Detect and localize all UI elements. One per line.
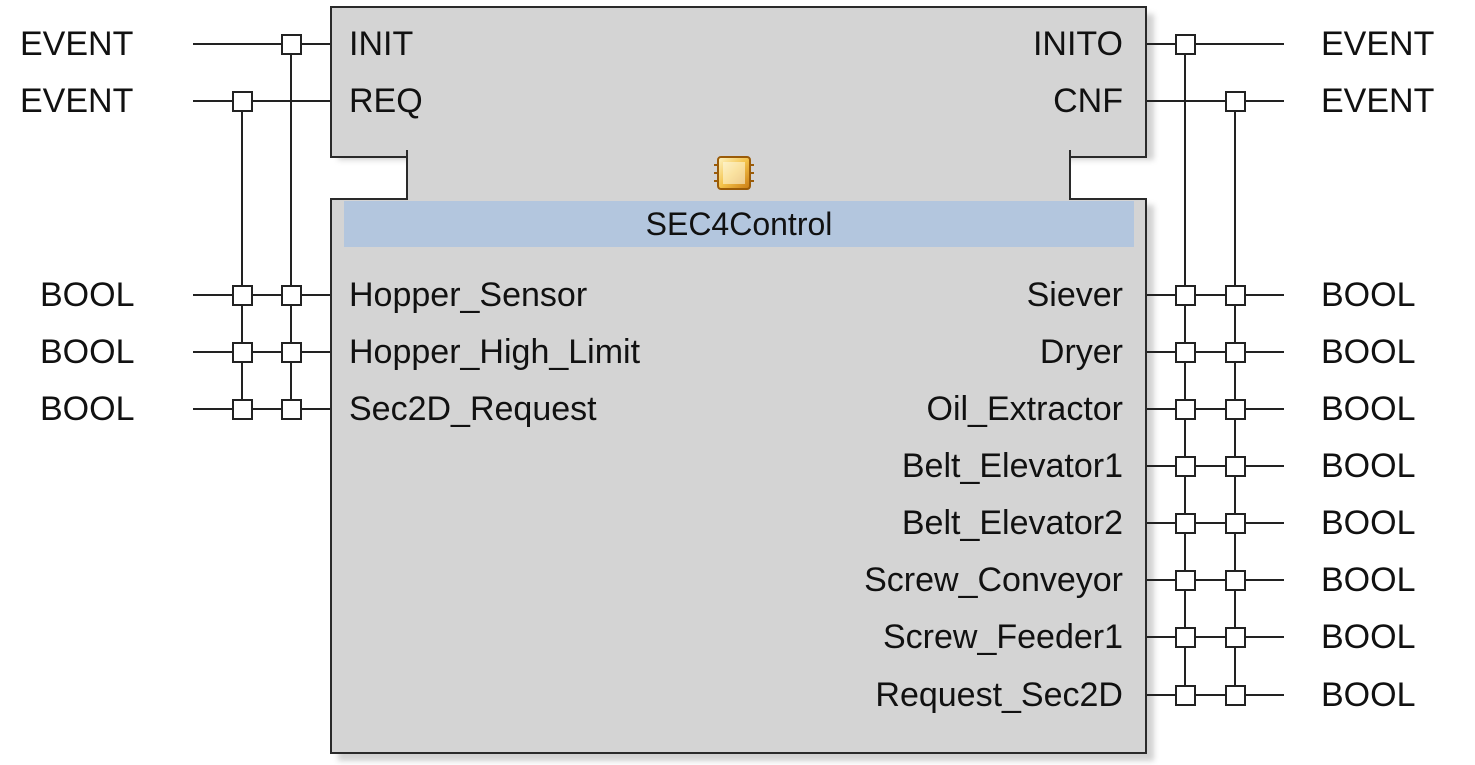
data-output-wire bbox=[1147, 636, 1284, 638]
data-input-hopper-high-limit[interactable]: Hopper_High_Limit bbox=[349, 333, 641, 371]
event-input-wire bbox=[193, 100, 330, 102]
with-line-cnf bbox=[1234, 100, 1236, 694]
event-input-req[interactable]: REQ bbox=[349, 82, 423, 120]
data-output-wire bbox=[1147, 579, 1284, 581]
neck-seam-bottom bbox=[408, 194, 1069, 202]
with-line-inito bbox=[1184, 43, 1186, 694]
with-line-req bbox=[241, 100, 243, 408]
with-connector[interactable] bbox=[1175, 399, 1196, 420]
with-connector[interactable] bbox=[281, 285, 302, 306]
event-output-wire bbox=[1147, 100, 1284, 102]
with-connector[interactable] bbox=[1225, 570, 1246, 591]
event-output-cnf[interactable]: CNF bbox=[1053, 82, 1123, 120]
event-input-wire bbox=[193, 43, 330, 45]
data-output-type: BOOL bbox=[1321, 676, 1416, 714]
event-output-type: EVENT bbox=[1321, 25, 1435, 63]
fb-type-name[interactable]: SEC4Control bbox=[344, 201, 1134, 247]
event-input-type-init: EVENT bbox=[20, 25, 134, 63]
data-input-wire bbox=[193, 408, 330, 410]
with-connector[interactable] bbox=[1175, 513, 1196, 534]
with-connector[interactable] bbox=[281, 34, 302, 55]
data-output-screw-conveyor[interactable]: Screw_Conveyor bbox=[864, 561, 1123, 599]
data-input-type: BOOL bbox=[40, 276, 135, 314]
data-output-type: BOOL bbox=[1321, 390, 1416, 428]
with-connector[interactable] bbox=[1225, 685, 1246, 706]
with-connector[interactable] bbox=[1225, 627, 1246, 648]
data-output-type: BOOL bbox=[1321, 447, 1416, 485]
data-input-wire bbox=[193, 351, 330, 353]
with-connector[interactable] bbox=[1225, 456, 1246, 477]
data-output-belt-elevator1[interactable]: Belt_Elevator1 bbox=[901, 447, 1123, 485]
data-output-wire bbox=[1147, 694, 1284, 696]
data-input-sec2d-request[interactable]: Sec2D_Request bbox=[349, 390, 597, 428]
data-input-type: BOOL bbox=[40, 390, 135, 428]
data-output-type: BOOL bbox=[1321, 504, 1416, 542]
event-output-type: EVENT bbox=[1321, 82, 1435, 120]
with-connector[interactable] bbox=[1225, 513, 1246, 534]
with-connector[interactable] bbox=[1175, 456, 1196, 477]
data-output-wire bbox=[1147, 294, 1284, 296]
data-output-wire bbox=[1147, 522, 1284, 524]
with-connector[interactable] bbox=[1225, 91, 1246, 112]
event-output-inito[interactable]: INITO bbox=[1032, 25, 1123, 63]
data-input-type: BOOL bbox=[40, 333, 135, 371]
with-line-init bbox=[290, 43, 292, 408]
event-input-type-req: EVENT bbox=[20, 82, 134, 120]
with-connector[interactable] bbox=[1225, 285, 1246, 306]
data-output-oil-extractor[interactable]: Oil_Extractor bbox=[926, 390, 1124, 428]
function-block-icon bbox=[714, 156, 754, 190]
data-section bbox=[330, 198, 1147, 754]
with-connector[interactable] bbox=[232, 91, 253, 112]
with-connector[interactable] bbox=[232, 342, 253, 363]
with-connector[interactable] bbox=[1175, 34, 1196, 55]
with-connector[interactable] bbox=[1175, 685, 1196, 706]
with-connector[interactable] bbox=[1175, 285, 1196, 306]
with-connector[interactable] bbox=[232, 399, 253, 420]
with-connector[interactable] bbox=[1175, 342, 1196, 363]
data-output-siever[interactable]: Siever bbox=[1026, 276, 1123, 314]
data-output-type: BOOL bbox=[1321, 333, 1416, 371]
with-connector[interactable] bbox=[281, 399, 302, 420]
event-input-init[interactable]: INIT bbox=[349, 25, 414, 63]
with-connector[interactable] bbox=[1225, 342, 1246, 363]
data-input-wire bbox=[193, 294, 330, 296]
data-output-belt-elevator2[interactable]: Belt_Elevator2 bbox=[901, 504, 1123, 542]
data-input-hopper-sensor[interactable]: Hopper_Sensor bbox=[349, 276, 588, 314]
event-output-wire bbox=[1147, 43, 1284, 45]
with-connector[interactable] bbox=[1225, 399, 1246, 420]
data-output-wire bbox=[1147, 351, 1284, 353]
data-output-wire bbox=[1147, 408, 1284, 410]
data-output-type: BOOL bbox=[1321, 276, 1416, 314]
with-connector[interactable] bbox=[281, 342, 302, 363]
with-connector[interactable] bbox=[1175, 570, 1196, 591]
data-output-wire bbox=[1147, 465, 1284, 467]
data-output-request-sec2d[interactable]: Request_Sec2D bbox=[875, 676, 1123, 714]
event-section bbox=[330, 6, 1147, 158]
data-output-dryer[interactable]: Dryer bbox=[1039, 333, 1123, 371]
data-output-type: BOOL bbox=[1321, 618, 1416, 656]
with-connector[interactable] bbox=[232, 285, 253, 306]
data-output-screw-feeder1[interactable]: Screw_Feeder1 bbox=[882, 618, 1123, 656]
with-connector[interactable] bbox=[1175, 627, 1196, 648]
data-output-type: BOOL bbox=[1321, 561, 1416, 599]
